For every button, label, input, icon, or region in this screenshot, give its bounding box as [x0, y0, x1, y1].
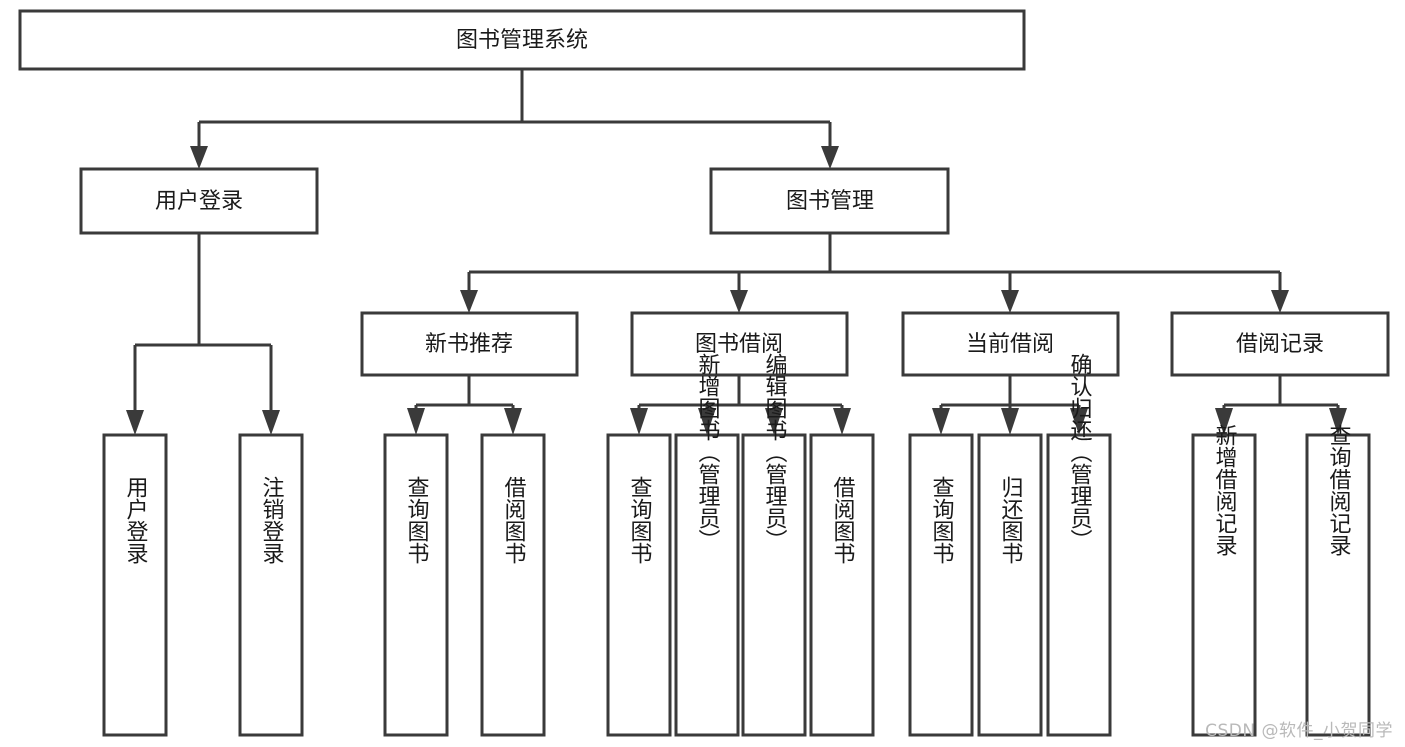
node-borrow-record-box[interactable]	[1170, 311, 1390, 377]
arrow-head-record-1	[1329, 408, 1347, 435]
leaf-book-borrow-0-label: 查询图书	[627, 476, 653, 564]
arrow-head-record-0	[1215, 408, 1233, 435]
leaf-borrow-record-0[interactable]: 新增借阅记录	[1191, 424, 1257, 737]
leaf-user-login-0[interactable]: 用户登录	[102, 433, 168, 737]
node-root-box[interactable]	[18, 9, 1026, 71]
leaf-book-borrow-3-box[interactable]	[809, 433, 875, 737]
leaf-current-borrow-1-label: 归还图书	[998, 476, 1024, 564]
node-borrow-record-label: 借阅记录	[1236, 332, 1324, 357]
arrow-head-borrow-0	[630, 408, 648, 435]
arrow-head-level3-3	[1271, 290, 1289, 313]
leaf-user-login-0-label: 用户登录	[123, 476, 149, 564]
node-book-management-box[interactable]	[709, 167, 950, 235]
leaf-book-borrow-1[interactable]: 新增图书（管理员）	[674, 353, 740, 737]
leaf-book-borrow-1-label: 新增图书（管理员）	[695, 353, 721, 551]
arrow-head-current-2	[1070, 408, 1088, 435]
leaf-borrow-record-1[interactable]: 查询借阅记录	[1305, 424, 1371, 737]
leaf-current-borrow-2-box[interactable]	[1046, 433, 1112, 737]
leaf-borrow-record-1-box[interactable]	[1305, 433, 1371, 737]
arrow-head-borrow-3	[833, 408, 851, 435]
leaf-current-borrow-0-label: 查询图书	[929, 476, 955, 564]
arrow-head-borrow-1	[698, 408, 716, 435]
leaf-user-login-1[interactable]: 注销登录	[238, 433, 304, 737]
leaf-new-book-recommend-0[interactable]: 查询图书	[383, 433, 449, 737]
node-user-login-box[interactable]	[79, 167, 319, 235]
node-borrow-record[interactable]: 借阅记录	[1170, 311, 1390, 377]
node-current-borrow-label: 当前借阅	[966, 332, 1054, 357]
arrow-head-level2-1	[821, 146, 839, 169]
leaf-current-borrow-0[interactable]: 查询图书	[908, 433, 974, 737]
arrow-head-current-1	[1001, 408, 1019, 435]
leaf-current-borrow-1-box[interactable]	[977, 433, 1043, 737]
csdn-watermark: CSDN @软件_小贺同学	[1205, 721, 1393, 741]
leaf-book-borrow-2-label: 编辑图书（管理员）	[762, 353, 788, 551]
leaf-new-book-recommend-1[interactable]: 借阅图书	[480, 433, 546, 737]
leaf-current-borrow-0-box[interactable]	[908, 433, 974, 737]
leaf-new-book-recommend-0-box[interactable]	[383, 433, 449, 737]
node-book-borrow-label: 图书借阅	[695, 332, 783, 357]
node-book-management[interactable]: 图书管理	[709, 167, 950, 235]
arrow-head-userlogin-0	[126, 410, 144, 435]
leaf-borrow-record-1-label: 查询借阅记录	[1326, 424, 1352, 556]
leaf-book-borrow-3-label: 借阅图书	[830, 476, 856, 564]
node-book-borrow-box[interactable]	[630, 311, 849, 377]
node-user-login-label: 用户登录	[155, 189, 243, 214]
leaf-current-borrow-2-label: 确认归还（管理员）	[1067, 353, 1093, 551]
arrow-head-level3-2	[1001, 290, 1019, 313]
node-new-book-recommend-box[interactable]	[360, 311, 579, 377]
leaf-book-borrow-2-box[interactable]	[741, 433, 807, 737]
leaf-book-borrow-2[interactable]: 编辑图书（管理员）	[741, 353, 807, 737]
leaf-book-borrow-0-box[interactable]	[606, 433, 672, 737]
connector-layer	[126, 69, 1347, 435]
arrow-head-level3-1	[730, 290, 748, 313]
node-current-borrow-box[interactable]	[901, 311, 1120, 377]
leaf-borrow-record-0-label: 新增借阅记录	[1212, 424, 1238, 556]
leaf-book-borrow-0[interactable]: 查询图书	[606, 433, 672, 737]
arrow-head-recommend-0	[407, 408, 425, 435]
leaf-borrow-record-0-box[interactable]	[1191, 433, 1257, 737]
arrow-head-recommend-1	[504, 408, 522, 435]
node-current-borrow[interactable]: 当前借阅	[901, 311, 1120, 377]
leaf-book-borrow-1-box[interactable]	[674, 433, 740, 737]
leaf-user-login-0-box[interactable]	[102, 433, 168, 737]
node-book-borrow[interactable]: 图书借阅	[630, 311, 849, 377]
leaf-new-book-recommend-1-label: 借阅图书	[501, 476, 527, 564]
leaf-book-borrow-3[interactable]: 借阅图书	[809, 433, 875, 737]
arrow-head-userlogin-1	[262, 410, 280, 435]
leaf-new-book-recommend-1-box[interactable]	[480, 433, 546, 737]
node-book-management-label: 图书管理	[786, 189, 874, 214]
node-root[interactable]: 图书管理系统	[18, 9, 1026, 71]
leaf-user-login-1-label: 注销登录	[259, 476, 285, 564]
node-user-login[interactable]: 用户登录	[79, 167, 319, 235]
leaf-user-login-1-box[interactable]	[238, 433, 304, 737]
arrow-head-borrow-2	[765, 408, 783, 435]
leaf-current-borrow-1[interactable]: 归还图书	[977, 433, 1043, 737]
leaf-current-borrow-2[interactable]: 确认归还（管理员）	[1046, 353, 1112, 737]
node-new-book-recommend-label: 新书推荐	[425, 332, 513, 357]
leaf-new-book-recommend-0-label: 查询图书	[404, 476, 430, 564]
node-new-book-recommend[interactable]: 新书推荐	[360, 311, 579, 377]
node-root-label: 图书管理系统	[456, 28, 588, 53]
arrow-head-level3-0	[460, 290, 478, 313]
arrow-head-current-0	[932, 408, 950, 435]
arrow-head-level2-0	[190, 146, 208, 169]
